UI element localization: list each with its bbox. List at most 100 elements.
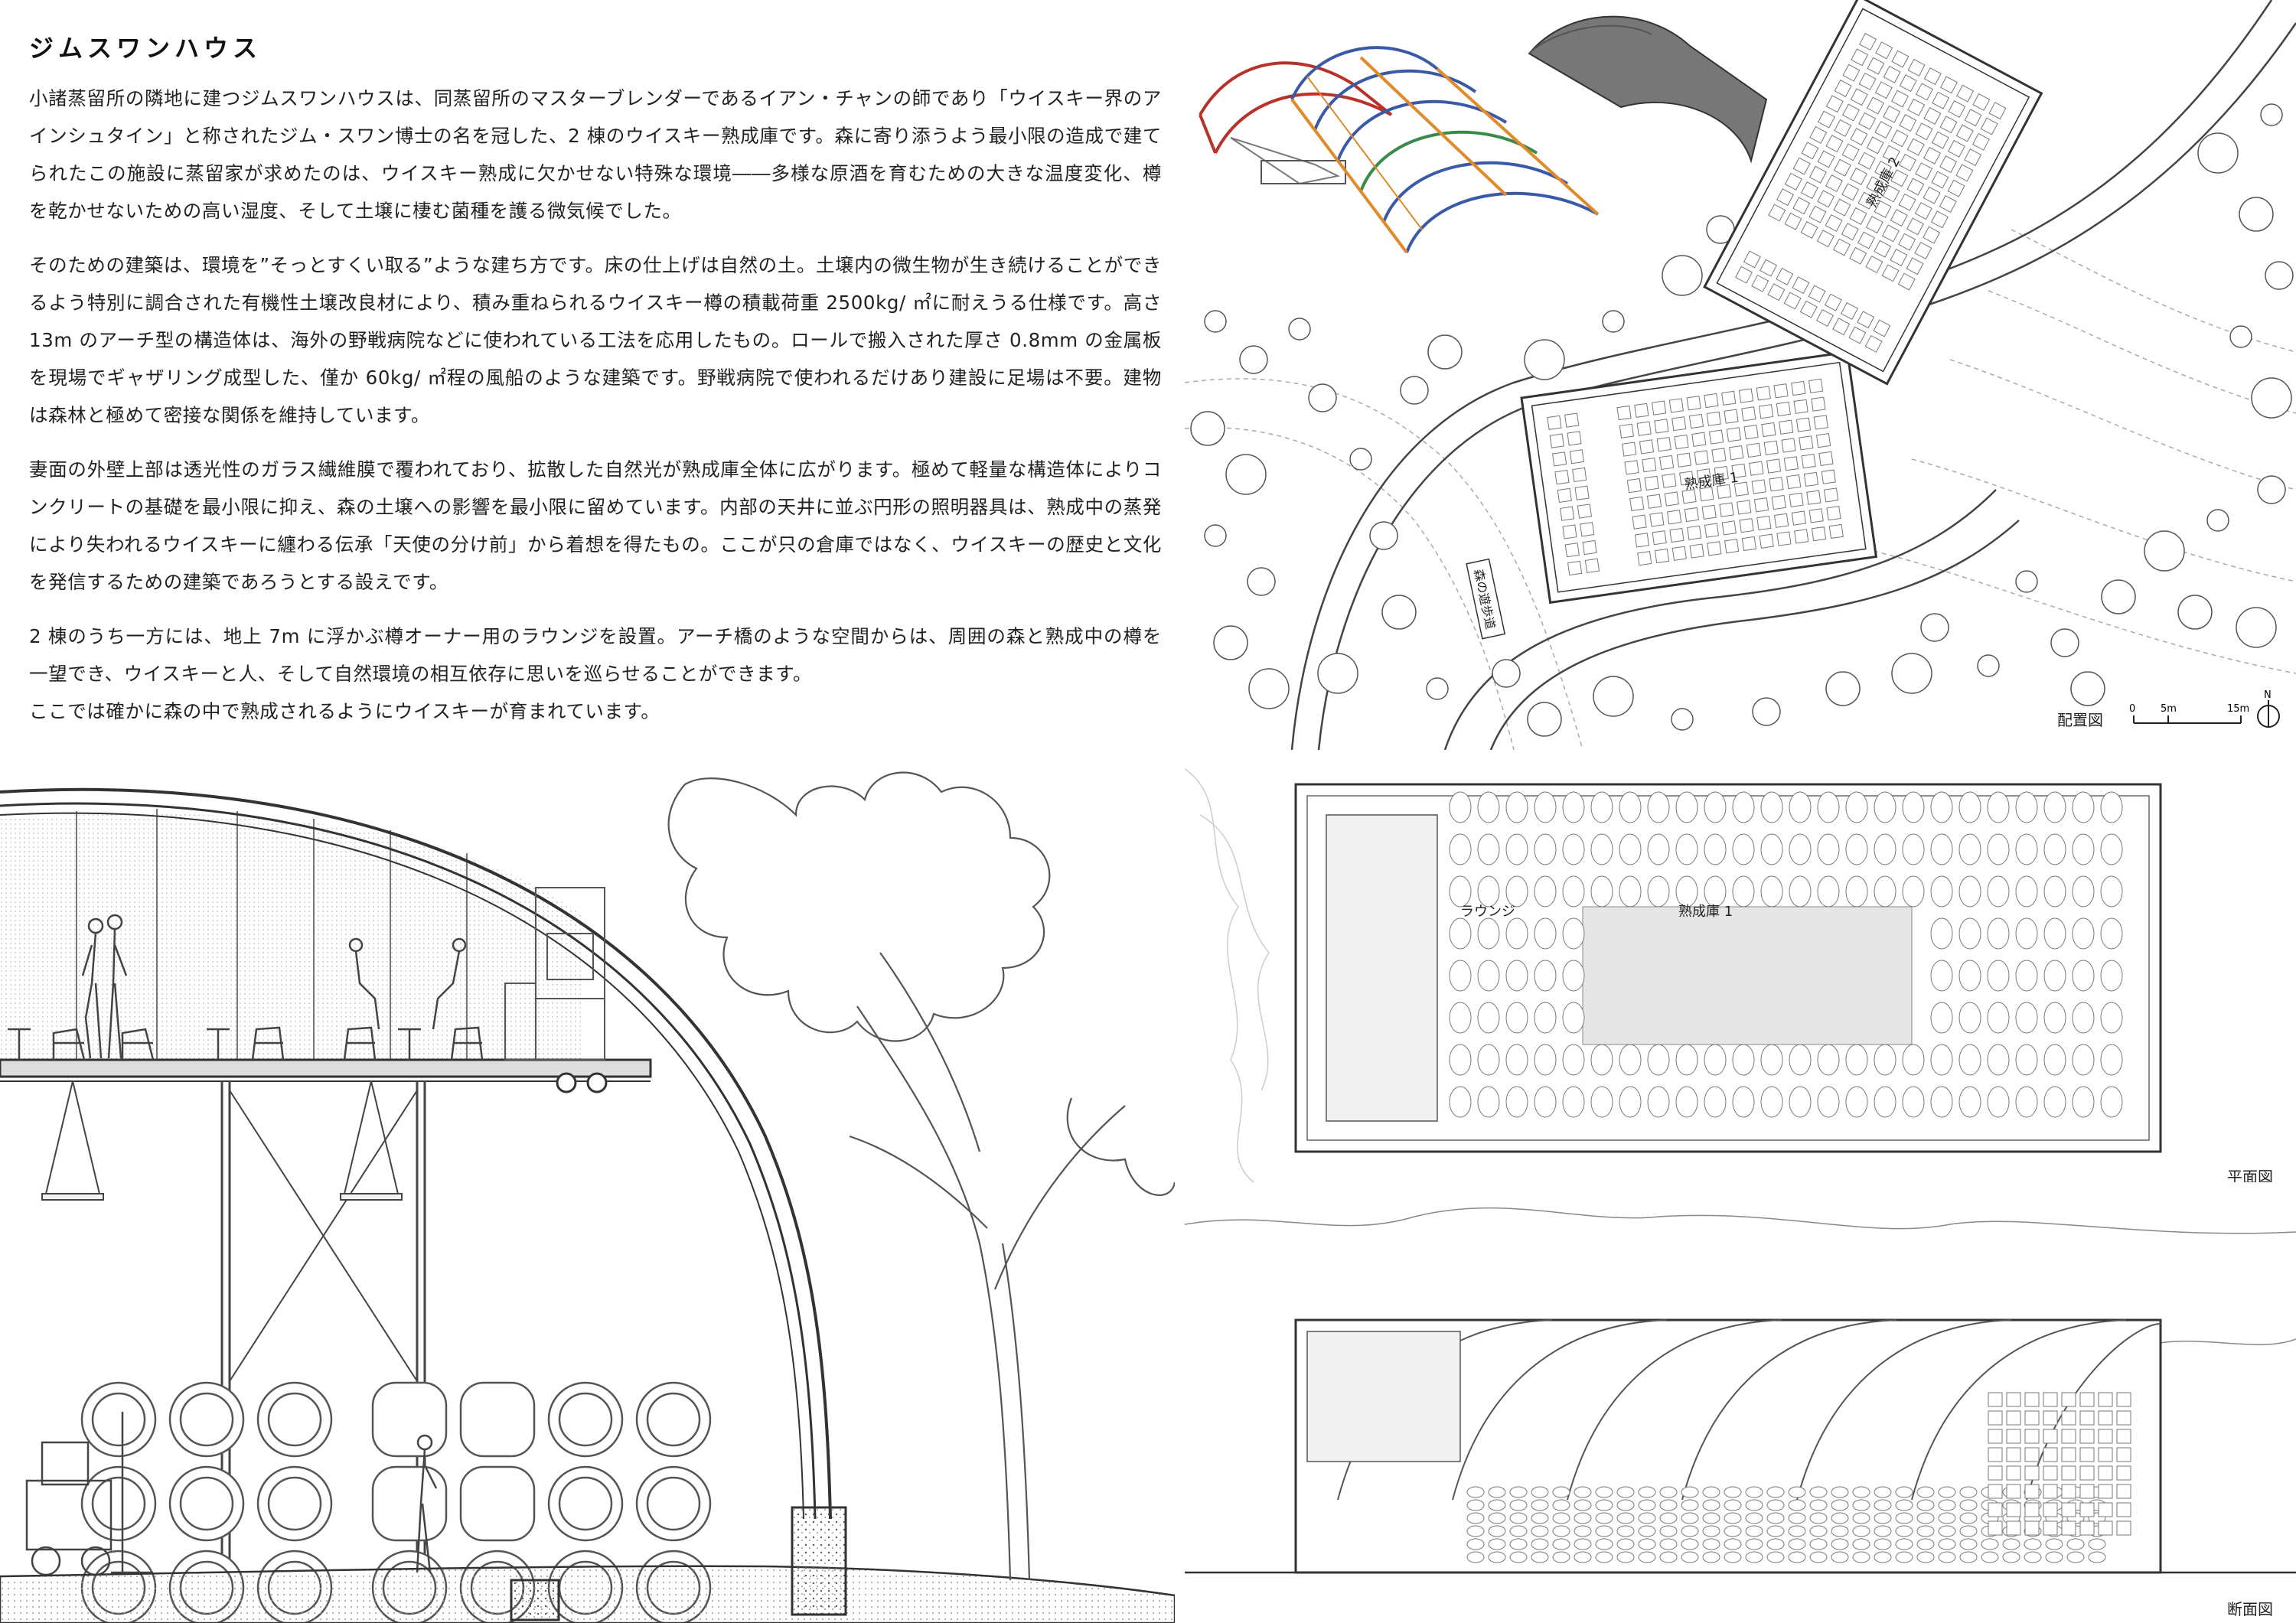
barrel-mark [1732,1044,1755,1076]
barrel-mark [1745,1525,1763,1537]
barrel-mark [1902,1044,1925,1076]
barrel-mark [1874,1044,1896,1076]
barrel-mark [1616,1486,1635,1498]
barrel-mark [1987,791,2010,823]
barrel-mark [1595,1551,1613,1563]
barrel-mark [1852,1551,1870,1563]
barrel-mark [1732,1086,1755,1118]
barrel-mark [1616,405,1632,421]
barrel-mark [1574,485,1590,500]
barrel-mark [1793,399,1808,414]
barrel-mark [1789,833,1812,865]
barrel-mark [1671,416,1687,432]
barrel-mark [1658,455,1675,471]
barrel-mark [1552,1538,1570,1550]
barrel-mark [1874,791,1896,823]
glass-membrane [0,813,582,1060]
barrel-mark [1639,439,1655,455]
barrel-mark [1923,107,1942,125]
barrel-mark [2043,1465,2058,1481]
barrel-mark [1809,1525,1828,1537]
barrel-mark [1761,422,1776,438]
tree-icon [2206,509,2229,532]
barrel-mark [1781,438,1796,453]
barrel-mark [1574,1512,1592,1524]
barrel-rim [267,1392,322,1447]
barrel-mark [1831,1486,1849,1498]
description-paragraph: 2 棟のうち一方には、地上 7m に浮かぶ樽オーナー用のラウンジを設置。アーチ橋… [29,625,1162,685]
tree-icon [2050,628,2079,657]
barrel-mark [2043,1502,2058,1517]
barrel-mark [1724,1551,1742,1563]
barrel-mark [1654,548,1670,564]
svg-text:0: 0 [2129,703,2135,715]
barrel-mark [1784,172,1802,191]
tree-icon [1426,677,1449,700]
barrel-mark [1745,1512,1763,1524]
barrel-mark [1959,1512,1978,1524]
barrel-mark [1947,139,1965,158]
barrel-mark [1907,98,1926,116]
barrel-mark [1834,119,1852,137]
barrel-mark [1751,274,1769,292]
barrel-mark [1891,50,1910,68]
barrel-mark [1831,1499,1849,1511]
barrel-mark [2079,1520,2095,1536]
barrel-mark [1753,497,1769,513]
tree-icon [1752,697,1781,726]
tree-icon [1213,625,1248,660]
barrel-mark [1760,791,1783,823]
barrel-mark [1634,402,1649,418]
barrel-mark [2015,1086,2038,1118]
barrel-mark [1681,1499,1699,1511]
barrel-mark [1857,152,1876,170]
barrel-mark [2061,1484,2076,1499]
barrel-mark [1616,1525,1635,1537]
svg-text:15m: 15m [2227,703,2249,715]
tree-icon [2251,377,2292,419]
barrel-mark [1721,520,1737,536]
barrel-mark [1505,1044,1528,1076]
barrel-mark [1702,1525,1720,1537]
description-paragraph: 妻面の外壁上部は透光性のガラス繊維膜で覆われており、拡散した自然光が熟成庫全体に… [29,458,1162,593]
barrel-mark [1938,1538,1956,1550]
barrel-mark [2079,1392,2095,1407]
barrel-mark [1890,90,1909,108]
barrel-mark [1699,486,1714,502]
barrel-mark [1759,533,1774,549]
section-lounge-box [1306,1331,1461,1462]
tree-icon [1225,454,1267,495]
barrel-mark [1724,539,1740,554]
barrel-mark [1724,1538,1742,1550]
barrel-mark [1509,1512,1528,1524]
plan-caption: 平面図 [2227,1168,2273,1182]
building-1-plan: 熟成庫 1 [1520,350,1878,605]
barrel-mark [1845,833,1868,865]
tree-icon [1825,671,1861,706]
barrel-mark [1669,527,1684,543]
barrel-mark [2015,917,2038,950]
barrel-mark [2100,875,2123,908]
barrel-mark [1958,1086,1981,1118]
barrel-mark [1647,875,1670,908]
barrel-mark [1828,523,1844,539]
barrel-mark [1791,510,1806,526]
barrel-mark [1756,386,1771,401]
barrel-mark [1776,188,1795,207]
barrel-rim [179,1476,234,1531]
section-drawing-svg [0,771,1175,1623]
closing-line: ここでは確かに森の中で熟成されるようにウイスキーが育まれています。 [29,700,660,722]
barrel-mark [1895,1512,1913,1524]
barrel-mark [1549,433,1564,448]
barrel-mark [1768,204,1786,222]
barrel-mark [1874,81,1893,99]
barrel-mark [1811,526,1827,542]
tree-icon [1920,613,1949,642]
barrel-mark [1898,193,1916,211]
barrel-mark [1980,117,1998,135]
barrel-mark [1832,318,1851,336]
tree-icon [1248,668,1290,709]
barrel-mark [1867,96,1885,115]
barrel-mark [1647,1044,1670,1076]
barrel-mark [1902,1086,1925,1118]
